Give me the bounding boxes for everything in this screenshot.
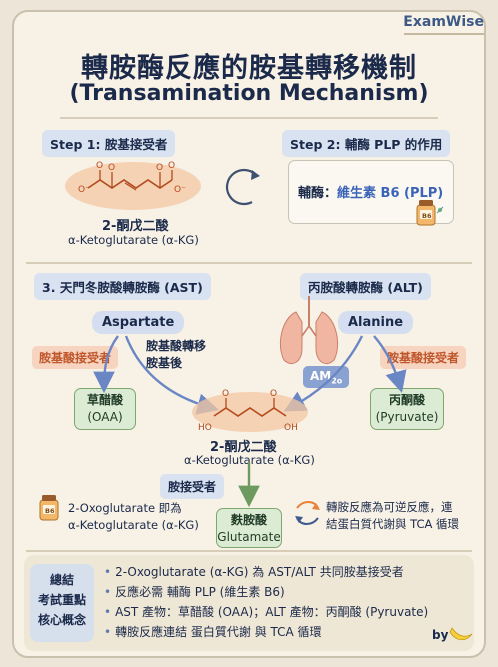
coenzyme-label: 輔酶： (298, 186, 338, 201)
transfer-label-line2: 胺基後 (146, 356, 183, 370)
summary-point-1: •2-Oxoglutarate (α-KG) 為 AST/ALT 共同胺基接受者 (104, 565, 404, 579)
akg-molecule-top: O O O O O⁻ O⁻ (65, 161, 201, 210)
svg-text:O⁻: O⁻ (78, 185, 90, 195)
title-english: (Transamination Mechanism) (69, 81, 429, 106)
svg-text:O: O (222, 389, 229, 399)
summary-panel (24, 555, 474, 651)
section-divider-2 (26, 550, 472, 552)
title-chinese: 轉胺酶反應的胺基轉移機制 (81, 53, 417, 84)
alt-heading: 丙胺酸轉胺酶 (ALT) (300, 273, 431, 300)
center-akg-en: α-Ketoglutarate (α-KG) (184, 453, 315, 467)
svg-text:O: O (156, 163, 163, 173)
center-acceptor-label: 胺接受者 (160, 474, 225, 499)
ast-acceptor-label: 胺基酸接受者 (32, 346, 119, 369)
summary-title-3: 核心概念 (37, 613, 86, 627)
akg-molecule-center: O O HO OH (192, 389, 308, 433)
glutamate-name-en: Glutamate (217, 530, 281, 544)
svg-text:O: O (168, 161, 175, 171)
pyruvate-name-zh: 丙酮酸 (388, 393, 425, 407)
right-note-line2: 結蛋白質代謝與 TCA 循環 (326, 517, 460, 531)
summary-point-3: •AST 產物：草醋酸 (OAA)；ALT 產物：丙酮酸 (Pyruvate) (104, 605, 429, 619)
summary-title-2: 考試重點 (37, 593, 86, 607)
section-divider-1 (26, 262, 472, 264)
oaa-name-en: (OAA) (87, 410, 123, 424)
pyruvate-name-en: (Pyruvate) (375, 410, 439, 424)
right-note: 轉胺反應為可逆反應，連 結蛋白質代謝與 TCA 循環 (326, 499, 459, 533)
brand-logo: ExamWise (403, 14, 484, 30)
glutamate-box: 麩胺酸 Glutamate (216, 508, 282, 548)
svg-text:OH: OH (284, 423, 298, 433)
ast-heading: 3. 天門冬胺酸轉胺酶 (AST) (34, 273, 211, 300)
reversible-arrows-icon (295, 501, 320, 525)
brand-underline (404, 33, 484, 35)
summary-point-3-text: AST 產物：草醋酸 (OAA)；ALT 產物：丙酮酸 (Pyruvate) (115, 605, 429, 619)
akg-name-zh: 2-酮戊二酸 (102, 219, 169, 234)
step1-text: 胺基接受者 (104, 137, 168, 152)
am-label-sub: 2o (331, 376, 343, 386)
summary-title-1: 總結 (49, 573, 74, 587)
b6-note-bottle-icon: B6 (39, 495, 59, 521)
svg-text:HO: HO (198, 423, 212, 433)
svg-text:B6: B6 (45, 507, 55, 515)
step2-heading: Step 2: 輔酶 PLP 的作用 (282, 130, 451, 157)
coenzyme-value: 維生素 B6 (PLP) (337, 186, 444, 201)
ast-heading-text: 天門冬胺酸轉胺酶 (AST) (59, 280, 203, 295)
step1-heading: Step 1: 胺基接受者 (42, 130, 176, 157)
oaa-name-zh: 草醋酸 (86, 393, 123, 407)
svg-text:O: O (108, 163, 115, 173)
summary-point-2-text: 反應必需 輔酶 PLP (維生素 B6) (115, 585, 285, 599)
transfer-label: 胺基酸轉移 胺基後 (146, 338, 206, 372)
left-note-line1: 2-Oxoglutarate 即為 (68, 501, 182, 515)
glutamate-name-zh: 麩胺酸 (230, 513, 267, 527)
step2-text: 輔酶 PLP 的作用 (344, 137, 443, 152)
b6-bottle-icon: B6 (416, 200, 444, 226)
svg-text:O: O (96, 161, 103, 171)
right-note-line1: 轉胺反應為可逆反應，連 (326, 500, 453, 514)
left-note: 2-Oxoglutarate 即為 α-Ketoglutarate (α-KG) (68, 500, 199, 534)
alt-acceptor-label: 胺基酸接受者 (380, 346, 467, 369)
summary-point-4-text: 轉胺反應連結 蛋白質代謝 與 TCA 循環 (115, 625, 322, 639)
lungs-icon (280, 296, 338, 364)
svg-text:O⁻: O⁻ (174, 185, 186, 195)
summary-point-4: •轉胺反應連結 蛋白質代謝 與 TCA 循環 (104, 625, 322, 639)
pyruvate-box: 丙酮酸 (Pyruvate) (370, 388, 444, 430)
arrow-ala-to-pyr (373, 335, 407, 393)
step1-label: Step 1: (50, 137, 101, 152)
summary-point-2: •反應必需 輔酶 PLP (維生素 B6) (104, 585, 285, 599)
akg-name-en: α-Ketoglutarate (α-KG) (68, 233, 199, 247)
summary-title: 總結 考試重點 核心概念 (30, 564, 94, 642)
arrow-asp-to-oaa (93, 335, 119, 394)
signature: by (432, 628, 449, 642)
step2-label: Step 2: (290, 137, 341, 152)
title-divider (60, 117, 438, 119)
ast-heading-num: 3. (42, 280, 56, 295)
alanine-pill: Alanine (338, 311, 414, 334)
left-note-line2: α-Ketoglutarate (α-KG) (68, 518, 199, 532)
arrow-asp-to-akg (124, 335, 219, 415)
banana-icon (449, 627, 473, 641)
transfer-label-line1: 胺基酸轉移 (146, 339, 207, 353)
am-label-main: AM (310, 369, 332, 383)
center-akg-zh: 2-酮戊二酸 (210, 440, 277, 455)
aspartate-pill: Aspartate (92, 311, 185, 334)
summary-point-1-text: 2-Oxoglutarate (α-KG) 為 AST/ALT 共同胺基接受者 (115, 565, 404, 579)
svg-text:B6: B6 (422, 212, 432, 220)
coenzyme-text: 輔酶：維生素 B6 (PLP) (298, 182, 443, 201)
svg-text:O: O (270, 389, 277, 399)
oaa-box: 草醋酸 (OAA) (74, 388, 136, 430)
cycle-arrow-icon (225, 168, 260, 206)
